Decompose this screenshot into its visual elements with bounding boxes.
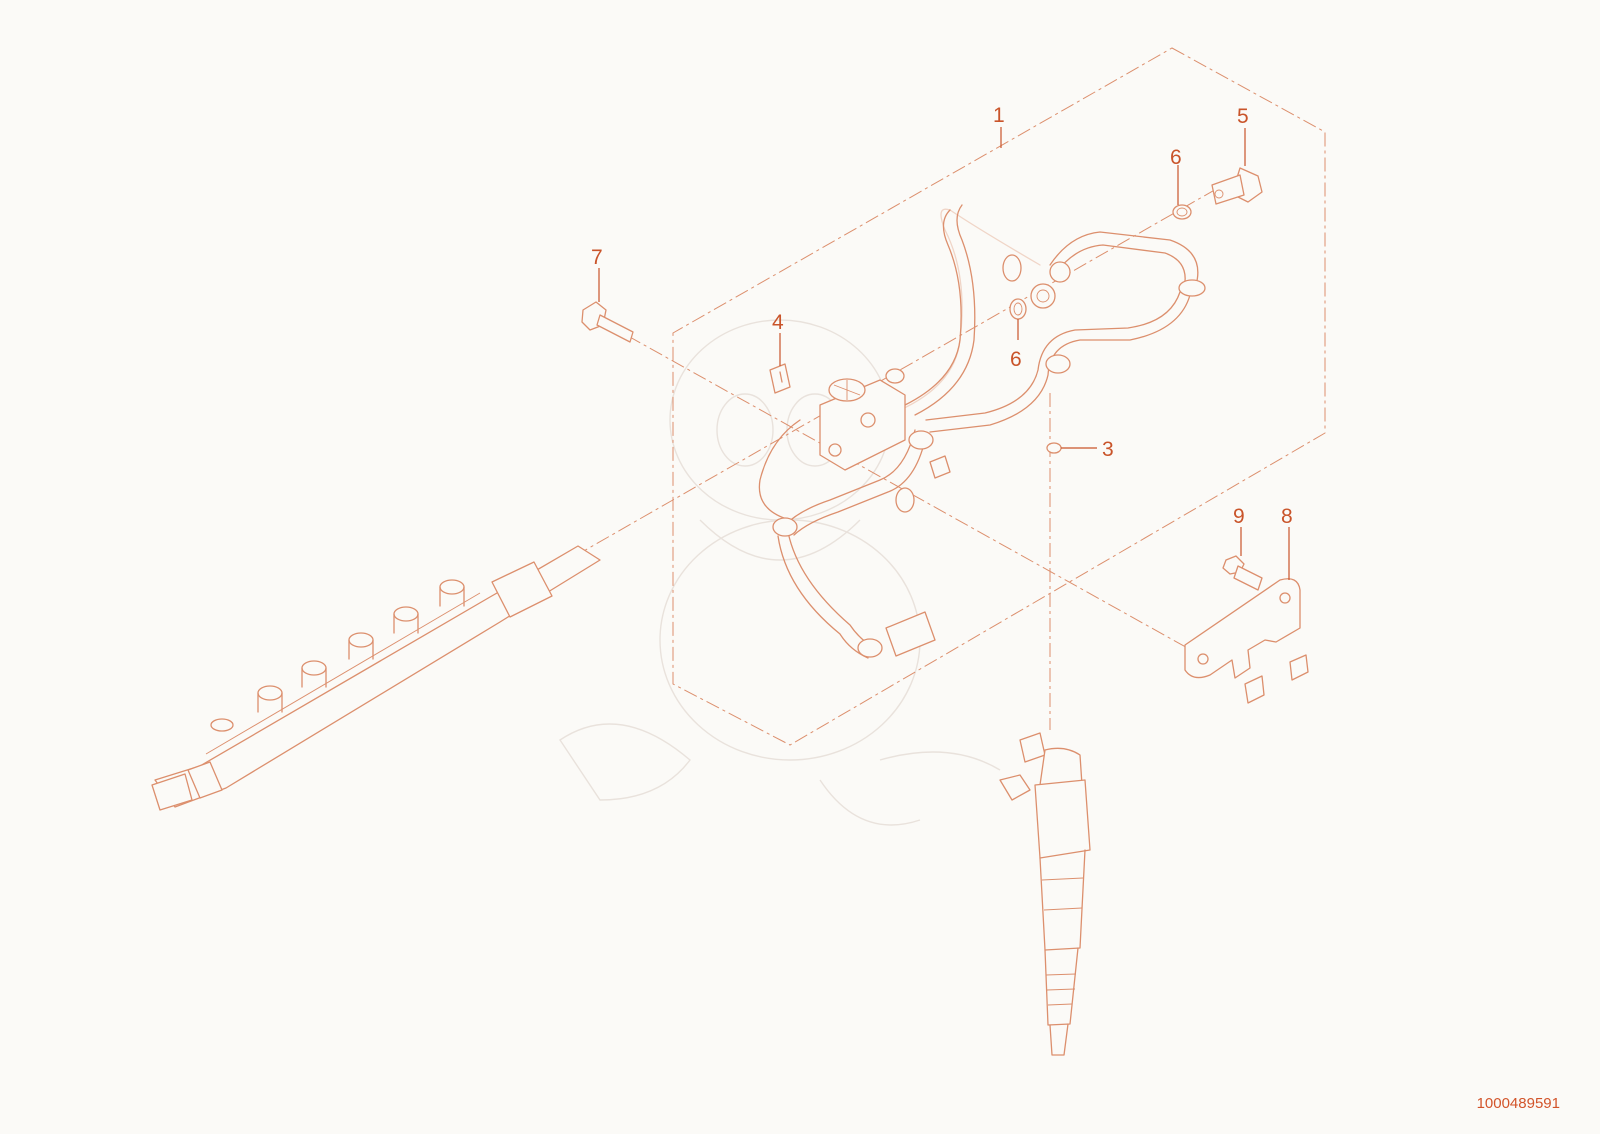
common-rail (151, 545, 601, 811)
callout-4: 4 (772, 311, 784, 334)
callout-8: 8 (1281, 505, 1293, 528)
callout-5: 5 (1237, 105, 1249, 128)
part-5-banjo-bolt (1211, 167, 1263, 205)
parts-small (581, 167, 1309, 704)
part-3-seal-ring (1046, 442, 1062, 454)
callout-1: 1 (993, 104, 1005, 127)
callout-9: 9 (1233, 505, 1245, 528)
callouts: 1 5 6 6 7 4 3 9 8 (591, 104, 1293, 580)
part-4-clip (769, 363, 791, 394)
fuel-injector (999, 732, 1091, 1056)
document-id: 1000489591 (1476, 1095, 1560, 1112)
leak-off-pipe-assembly (758, 204, 1206, 659)
part-7-bolt (581, 301, 634, 343)
watermark-figure (559, 319, 1001, 826)
callout-3: 3 (1102, 438, 1114, 461)
hose-clamps (772, 254, 1206, 658)
return-valve-block (819, 368, 906, 471)
callout-6-lower: 6 (1010, 348, 1022, 371)
kit-boundary-box (672, 47, 1326, 746)
callout-7: 7 (591, 246, 603, 269)
banjo-fittings (1030, 261, 1071, 309)
part-9-bolt (1222, 555, 1263, 591)
part-6-washers (1009, 204, 1192, 320)
part-8-bracket (1184, 578, 1309, 704)
callout-6-upper: 6 (1170, 146, 1182, 169)
